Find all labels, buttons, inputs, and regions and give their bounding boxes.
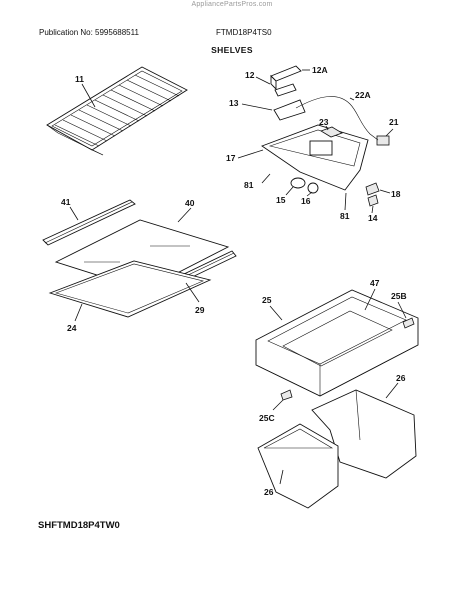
callout-25c: 25C [259, 413, 275, 423]
publication-number: Publication No: 5995688511 [39, 28, 139, 37]
callout-18: 18 [391, 189, 401, 199]
section-title: SHELVES [211, 45, 253, 55]
shelf-frame [48, 260, 212, 318]
callout-22a: 22A [355, 90, 371, 100]
callout-13: 13 [229, 98, 239, 108]
callout-24: 24 [67, 323, 77, 333]
watermark: AppliancePartsPros.com [191, 1, 273, 8]
callout-40: 40 [185, 198, 195, 208]
crisper-cover-frame [255, 289, 419, 397]
diagram-code: SHFTMD18P4TW0 [38, 520, 120, 531]
callout-26-front: 26 [264, 487, 274, 497]
callout-14: 14 [368, 213, 378, 223]
callout-15: 15 [276, 195, 286, 205]
callout-12a: 12A [312, 65, 328, 75]
drawer-clips [280, 317, 415, 401]
callout-41: 41 [61, 197, 71, 207]
callout-23: 23 [319, 117, 329, 127]
callout-17: 17 [226, 153, 236, 163]
callout-81-right: 81 [340, 211, 350, 221]
crisper-drawer-rear [311, 389, 417, 479]
crisper-drawer-front [257, 423, 339, 509]
callout-11: 11 [75, 74, 84, 84]
callout-16: 16 [301, 196, 311, 206]
callout-21: 21 [389, 117, 399, 127]
callout-26-rear: 26 [396, 373, 406, 383]
model-number: FTMD18P4TS0 [216, 28, 272, 37]
crisper-cover-assembly [261, 65, 390, 207]
callout-12: 12 [245, 70, 255, 80]
callouts: 11 12 12A 13 22A 23 21 17 81 15 16 81 18… [61, 65, 407, 497]
wire-shelf [46, 66, 188, 156]
shelf-trim-front [42, 199, 136, 246]
callout-25: 25 [262, 295, 272, 305]
callout-81-left: 81 [244, 180, 254, 190]
callout-25b: 25B [391, 291, 407, 301]
callout-47: 47 [370, 278, 380, 288]
callout-29: 29 [195, 305, 205, 315]
